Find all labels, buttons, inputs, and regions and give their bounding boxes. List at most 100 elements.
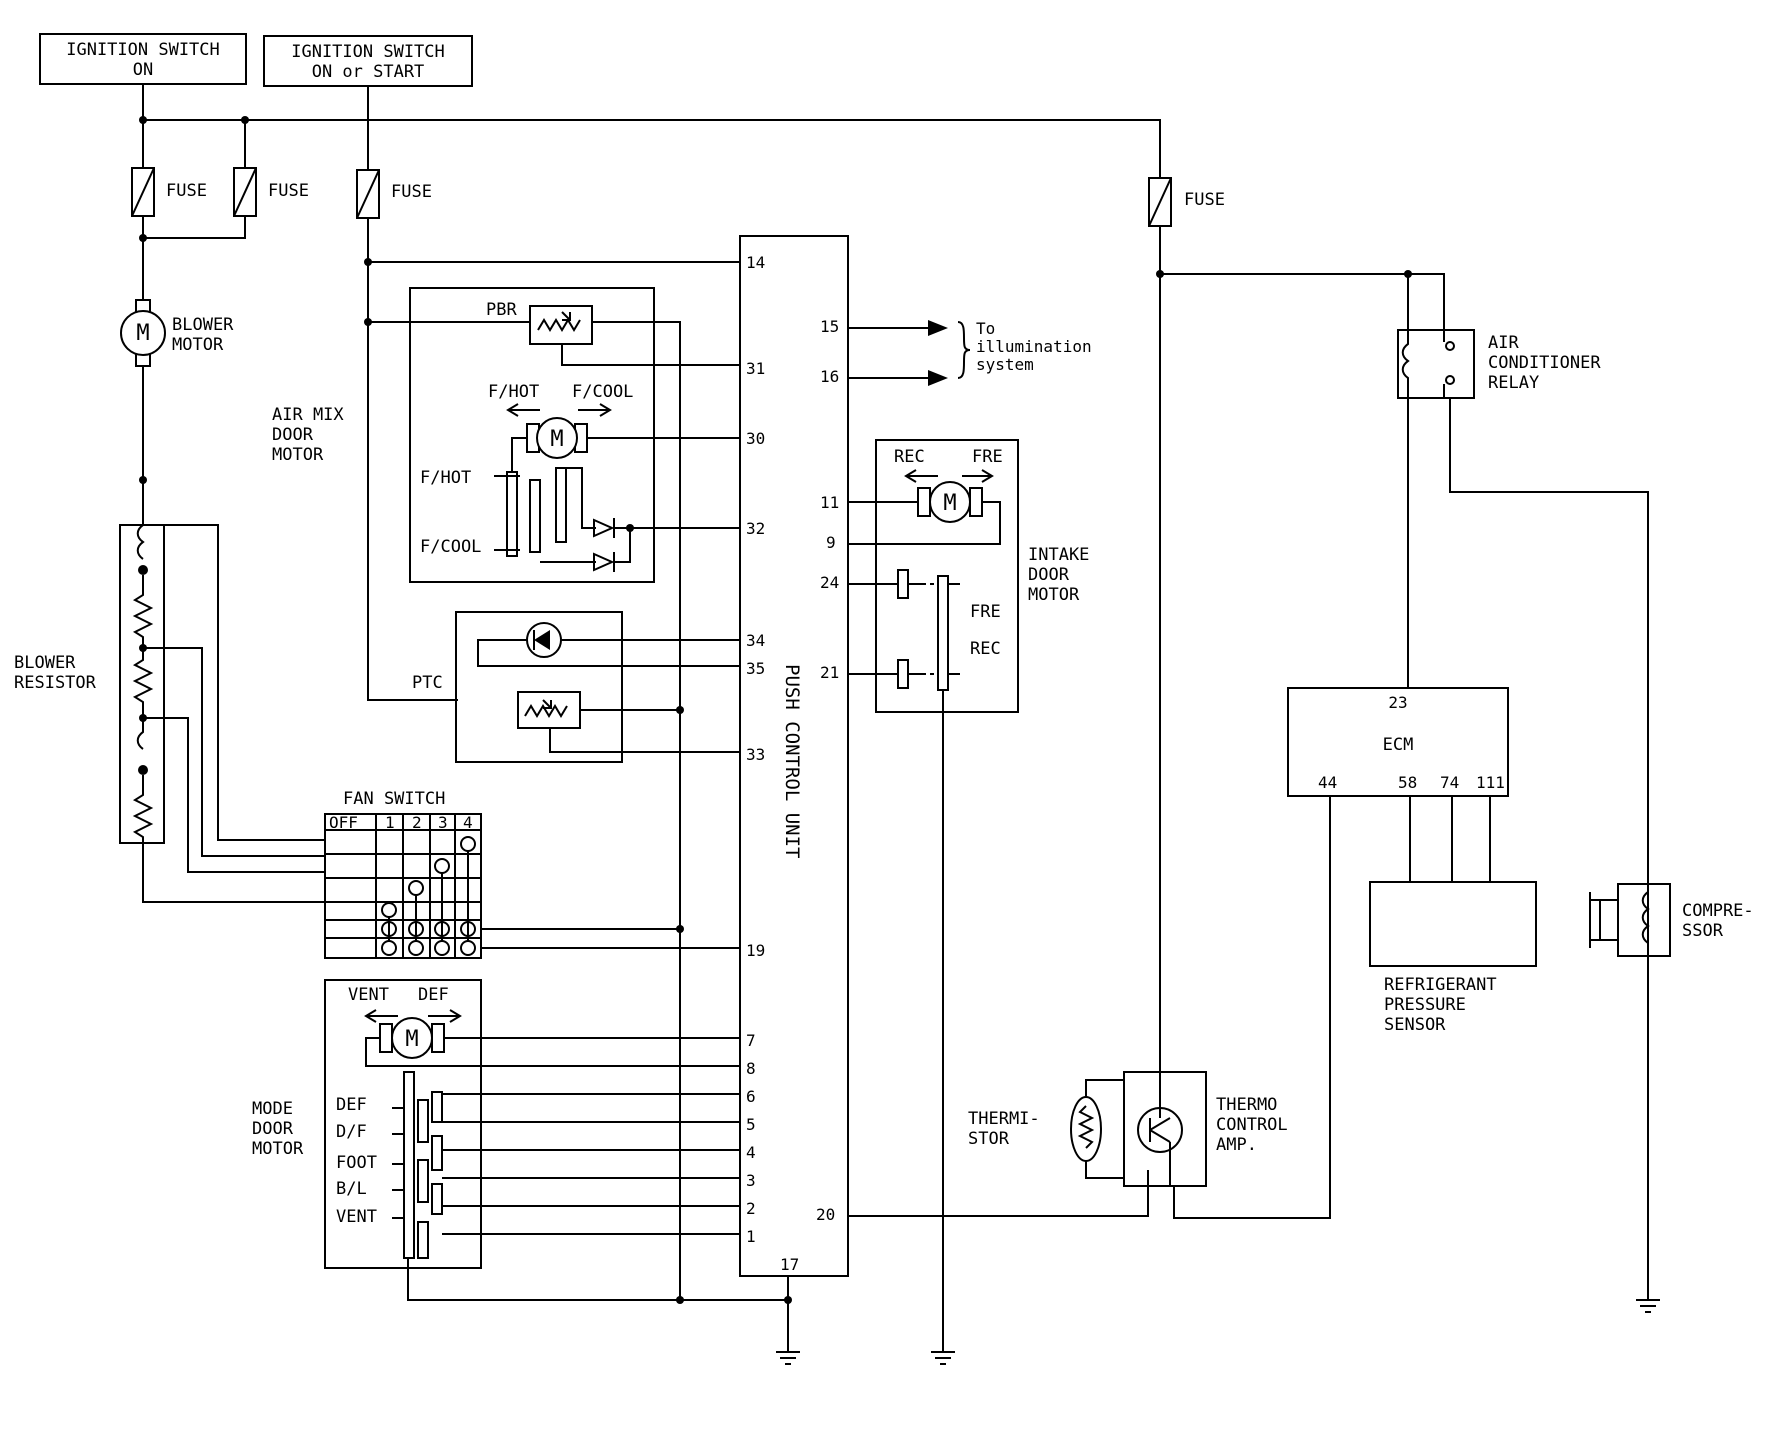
intake-motor-symbol: M [943, 491, 956, 516]
ignition-start-line1: IGNITION SWITCH [291, 42, 445, 62]
ecm-pin-74: 74 [1440, 773, 1459, 792]
intake-line1: INTAKE [1028, 545, 1089, 565]
mode-pos-def: DEF [336, 1095, 367, 1115]
fan-pos-4: 4 [463, 813, 473, 832]
mode-pos-vent: VENT [336, 1207, 377, 1227]
pin-6: 6 [746, 1087, 756, 1106]
refrigerant-pressure-sensor: REFRIGERANT PRESSURE SENSOR [1369, 881, 1537, 1035]
blower-motor-line2: MOTOR [172, 335, 224, 355]
intake-fre-arrow-label: FRE [972, 447, 1003, 467]
fuse-label: FUSE [391, 182, 432, 202]
pin-19: 19 [746, 941, 765, 960]
air-mix-motor-symbol: M [550, 427, 563, 452]
thermistor: THERMI- STOR [968, 1079, 1124, 1179]
power-wiring [139, 84, 1445, 701]
illumination-line1: To [976, 319, 995, 338]
pin-9: 9 [826, 533, 836, 552]
vent-arrow-label: VENT [348, 985, 389, 1005]
fuse-blower: FUSE [131, 167, 207, 217]
pin-17: 17 [780, 1255, 799, 1274]
intake-line2: DOOR [1028, 565, 1070, 585]
pin-15: 15 [820, 317, 839, 336]
pin-34: 34 [746, 631, 765, 650]
mode-door-motor: VENT DEF M DEF D/F FOOT B/L VENT MODE DO… [252, 979, 740, 1269]
intake-rec-pos: REC [970, 639, 1001, 659]
fhot-side-label: F/HOT [420, 468, 471, 488]
pin-30: 30 [746, 429, 765, 448]
fcool-label: F/COOL [572, 382, 633, 402]
pin-7: 7 [746, 1031, 756, 1050]
ecm: 23 ECM 44 58 74 111 [1287, 687, 1509, 797]
ptc-assembly: PTC [412, 611, 740, 763]
ecm-title: ECM [1383, 735, 1414, 755]
thermistor-line2: STOR [968, 1129, 1010, 1149]
ac-relay-line2: CONDITIONER [1488, 353, 1601, 373]
ignition-start-line2: ON or START [312, 62, 425, 82]
pin-32: 32 [746, 519, 765, 538]
ground-symbol-2 [931, 1351, 955, 1365]
pin-21: 21 [820, 663, 839, 682]
pin-35: 35 [746, 659, 765, 678]
fan-switch-title: FAN SWITCH [343, 789, 445, 809]
air-mix-line3: MOTOR [272, 445, 324, 465]
blower-motor: M BLOWER MOTOR [120, 299, 234, 367]
pin-20: 20 [816, 1205, 835, 1224]
pin-8: 8 [746, 1059, 756, 1078]
intake-fre-pos: FRE [970, 602, 1001, 622]
fuse-label: FUSE [166, 181, 207, 201]
fhot-label: F/HOT [488, 382, 539, 402]
refrigerant-line3: SENSOR [1384, 1015, 1446, 1035]
mode-door-line1: MODE [252, 1099, 293, 1119]
fuse-label: FUSE [1184, 190, 1225, 210]
compressor-line1: COMPRE- [1682, 901, 1754, 921]
ac-relay-line1: AIR [1488, 333, 1519, 353]
ecm-pin-111: 111 [1476, 773, 1505, 792]
thermo-control-amp: THERMO CONTROL AMP. [1123, 1071, 1288, 1187]
illumination-output: To illumination system [848, 319, 1092, 386]
def-arrow-label: DEF [418, 985, 449, 1005]
thermo-amp-line3: AMP. [1216, 1135, 1257, 1155]
blower-motor-line1: BLOWER [172, 315, 234, 335]
motor-symbol: M [136, 321, 149, 346]
pin-24: 24 [820, 573, 839, 592]
refrigerant-line2: PRESSURE [1384, 995, 1466, 1015]
intake-line3: MOTOR [1028, 585, 1080, 605]
ignition-on-line2: ON [133, 60, 153, 80]
fan-pos-2: 2 [412, 813, 422, 832]
mode-pos-bl: B/L [336, 1179, 367, 1199]
fuse-2: FUSE [233, 167, 309, 217]
intake-rec-arrow-label: REC [894, 447, 925, 467]
pin-4: 4 [746, 1143, 756, 1162]
ecm-pin-44: 44 [1318, 773, 1337, 792]
ground-symbol-3 [1636, 1299, 1660, 1313]
pin-1: 1 [746, 1227, 756, 1246]
pin-5: 5 [746, 1115, 756, 1134]
fuse-4: FUSE [1148, 177, 1225, 227]
pin-3: 3 [746, 1171, 756, 1190]
mode-door-line3: MOTOR [252, 1139, 304, 1159]
ignition-switch-on: IGNITION SWITCH ON [39, 33, 247, 85]
fan-switch: FAN SWITCH OFF 1 2 3 4 [324, 789, 740, 959]
air-mix-line1: AIR MIX [272, 405, 344, 425]
compressor: COMPRE- SSOR [1589, 883, 1754, 957]
compressor-line2: SSOR [1682, 921, 1724, 941]
refrigerant-line1: REFRIGERANT [1384, 975, 1497, 995]
pin-33: 33 [746, 745, 765, 764]
ground-symbol-1 [776, 1351, 800, 1365]
air-mix-line2: DOOR [272, 425, 314, 445]
pin-31: 31 [746, 359, 765, 378]
thermistor-line1: THERMI- [968, 1109, 1040, 1129]
blower-resistor-line2: RESISTOR [14, 673, 97, 693]
illumination-line3: system [976, 355, 1034, 374]
ac-relay-line3: RELAY [1488, 373, 1539, 393]
fuse-label: FUSE [268, 181, 309, 201]
push-control-unit: PUSH CONTROL UNIT 14 31 30 32 34 35 33 1… [739, 235, 849, 1277]
thermo-amp-line1: THERMO [1216, 1095, 1277, 1115]
illumination-line2: illumination [976, 337, 1092, 356]
fan-pos-1: 1 [385, 813, 395, 832]
fuse-3: FUSE [356, 169, 432, 219]
pin-2: 2 [746, 1199, 756, 1218]
mode-door-line2: DOOR [252, 1119, 294, 1139]
ecm-pin-23: 23 [1388, 693, 1407, 712]
